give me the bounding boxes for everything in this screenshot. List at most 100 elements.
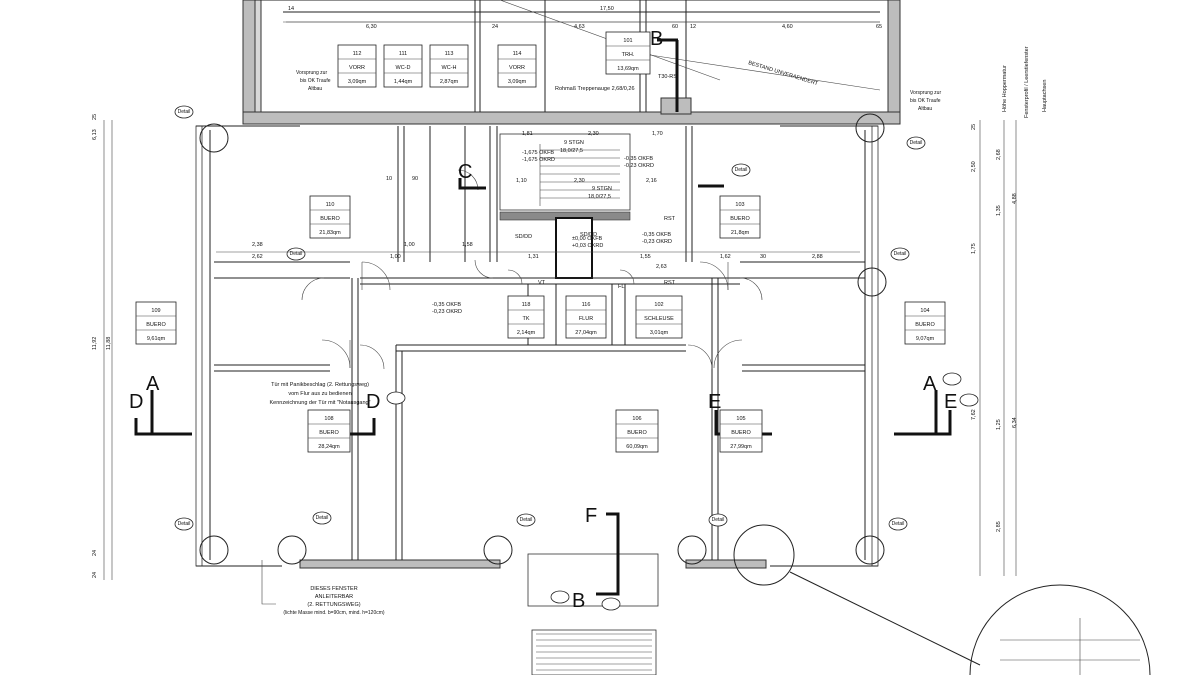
section-markers: A D D A E E C F B B: [129, 28, 957, 612]
svg-text:2,68: 2,68: [996, 149, 1002, 160]
svg-text:±0,00 OKFB: ±0,00 OKFB: [572, 236, 603, 242]
svg-text:3,01qm: 3,01qm: [650, 330, 669, 336]
svg-text:101: 101: [623, 38, 632, 44]
svg-text:1,25: 1,25: [996, 419, 1002, 430]
svg-text:+0,03 OKRD: +0,03 OKRD: [572, 243, 603, 249]
svg-text:9,07qm: 9,07qm: [916, 336, 935, 342]
svg-text:BUERO: BUERO: [320, 216, 340, 222]
detail-callouts: [174, 105, 979, 611]
svg-text:C: C: [458, 161, 472, 183]
svg-text:118: 118: [522, 302, 531, 308]
svg-text:2,50: 2,50: [971, 161, 977, 172]
svg-text:10: 10: [386, 176, 392, 182]
svg-text:2,30: 2,30: [588, 131, 599, 137]
svg-text:Detail: Detail: [894, 251, 907, 257]
svg-text:24: 24: [492, 24, 498, 30]
svg-text:Vorsprung zur: Vorsprung zur: [296, 70, 327, 76]
interior-walls: [214, 126, 865, 560]
svg-text:bis OK Traufe: bis OK Traufe: [910, 98, 941, 104]
svg-text:28,24qm: 28,24qm: [318, 444, 340, 450]
svg-text:102: 102: [654, 302, 663, 308]
svg-text:FL: FL: [618, 284, 624, 290]
svg-text:SD/DD: SD/DD: [515, 234, 532, 240]
svg-text:12: 12: [690, 24, 696, 30]
svg-text:18,0/27,5: 18,0/27,5: [560, 148, 583, 154]
svg-text:25: 25: [971, 124, 977, 130]
svg-text:Detail: Detail: [520, 517, 533, 523]
svg-text:Detail: Detail: [316, 515, 329, 521]
svg-text:30: 30: [760, 254, 766, 260]
svg-text:3,09qm: 3,09qm: [508, 79, 527, 85]
svg-text:bis OK Traufe: bis OK Traufe: [300, 78, 331, 84]
svg-text:Detail: Detail: [712, 517, 725, 523]
svg-text:1,81: 1,81: [522, 131, 533, 137]
svg-text:VORR: VORR: [509, 65, 525, 71]
svg-text:A: A: [146, 373, 160, 395]
svg-text:13,69qm: 13,69qm: [617, 66, 639, 72]
svg-text:1,58: 1,58: [462, 242, 473, 248]
svg-text:-0,35 OKFB: -0,35 OKFB: [642, 232, 671, 238]
svg-text:104: 104: [920, 308, 929, 314]
svg-text:2,62: 2,62: [252, 254, 263, 260]
svg-text:113: 113: [445, 51, 454, 57]
svg-text:2,87qm: 2,87qm: [440, 79, 459, 85]
svg-text:(2. RETTUNGSWEG): (2. RETTUNGSWEG): [307, 602, 360, 608]
svg-text:Altbau: Altbau: [308, 86, 322, 92]
svg-text:Detail: Detail: [735, 167, 748, 173]
svg-text:vom Flur aus zu bedienen: vom Flur aus zu bedienen: [288, 391, 351, 397]
svg-text:-1,675 OKFB: -1,675 OKFB: [522, 150, 554, 156]
svg-text:Tür mit Panikbeschlag (2. Rett: Tür mit Panikbeschlag (2. Rettungsweg): [271, 382, 369, 388]
svg-text:114: 114: [513, 51, 522, 57]
svg-text:111: 111: [399, 51, 407, 57]
svg-text:6,13: 6,13: [92, 129, 98, 140]
svg-text:BUERO: BUERO: [730, 216, 750, 222]
svg-text:21,8qm: 21,8qm: [731, 230, 750, 236]
svg-text:VORR: VORR: [349, 65, 365, 71]
svg-text:1,10: 1,10: [516, 178, 527, 184]
svg-text:BUERO: BUERO: [731, 430, 751, 436]
svg-text:3,09qm: 3,09qm: [348, 79, 367, 85]
svg-text:Detail: Detail: [178, 109, 191, 115]
svg-text:1,75: 1,75: [971, 243, 977, 254]
svg-text:90: 90: [412, 176, 418, 182]
svg-text:21,83qm: 21,83qm: [319, 230, 341, 236]
svg-text:7,62: 7,62: [971, 409, 977, 420]
svg-text:1,00: 1,00: [390, 254, 401, 260]
svg-text:RST: RST: [664, 280, 676, 286]
svg-text:B: B: [572, 590, 585, 612]
svg-text:-0,35 OKFB: -0,35 OKFB: [624, 156, 653, 162]
svg-text:2,30: 2,30: [574, 178, 585, 184]
svg-text:11,88: 11,88: [106, 337, 112, 350]
svg-text:6,34: 6,34: [1012, 417, 1018, 428]
svg-text:1,35: 1,35: [996, 205, 1002, 216]
svg-text:65: 65: [876, 24, 882, 30]
fire-door-label: T30-RS: [658, 74, 677, 80]
section-cut-lines: [134, 178, 952, 596]
svg-text:4,63: 4,63: [574, 24, 585, 30]
svg-text:Hauptachsen: Hauptachsen: [1042, 80, 1048, 112]
right-dimensions: 2,50 2,68 1,75 1,35 1,25 7,62 6,34 2,85 …: [971, 124, 1018, 532]
svg-text:-0,23 OKRD: -0,23 OKRD: [624, 163, 654, 169]
left-dimensions: 11,92 11,88 6,13 25 24 24: [92, 114, 112, 578]
svg-text:24: 24: [92, 550, 98, 556]
svg-text:108: 108: [324, 416, 333, 422]
svg-text:Detail: Detail: [290, 251, 303, 257]
svg-text:RST: RST: [664, 216, 676, 222]
svg-text:DIESES FENSTER: DIESES FENSTER: [310, 586, 357, 592]
svg-text:Vorsprung zur: Vorsprung zur: [910, 90, 941, 96]
stair-opening-label: Rohmaß Treppenauge 2,68/0,26: [555, 86, 635, 92]
svg-text:BUERO: BUERO: [146, 322, 166, 328]
svg-text:SCHLEUSE: SCHLEUSE: [644, 316, 674, 322]
svg-text:112: 112: [353, 51, 362, 57]
svg-text:-0,23 OKRD: -0,23 OKRD: [642, 239, 672, 245]
svg-text:-0,35 OKFB: -0,35 OKFB: [432, 302, 461, 308]
